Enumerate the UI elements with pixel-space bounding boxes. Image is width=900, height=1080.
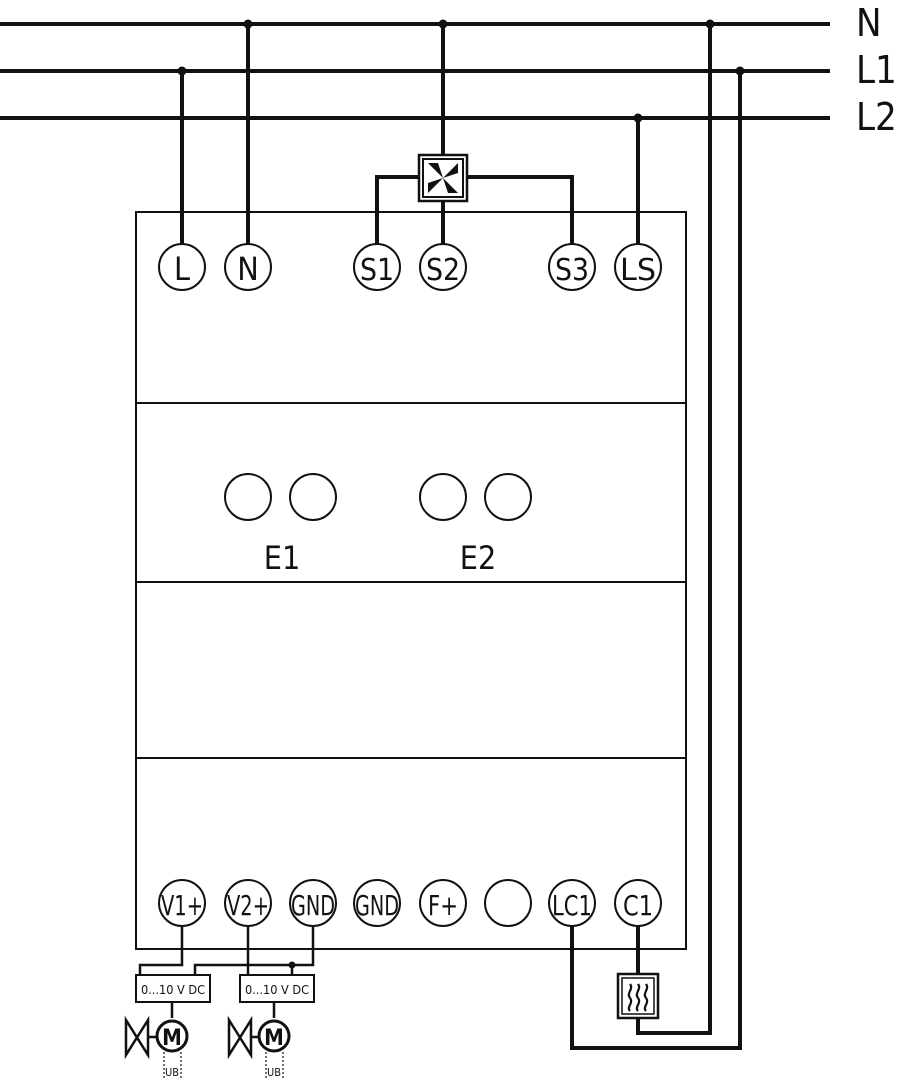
- button-e1-right[interactable]: [289, 473, 337, 521]
- svg-text:GND: GND: [291, 889, 335, 922]
- control-group-e2: E2: [419, 473, 532, 577]
- terminal-f: F+: [419, 879, 467, 927]
- svg-text:LC1: LC1: [552, 889, 592, 922]
- svg-text:L: L: [174, 250, 190, 288]
- control-label-e1: E1: [264, 539, 301, 577]
- supply-label-2: UB: [267, 1066, 281, 1079]
- button-e2-left[interactable]: [419, 473, 467, 521]
- terminal-gnd-1: GND: [289, 879, 337, 927]
- terminal-c1: C1: [614, 879, 662, 927]
- wire-v1: [138, 925, 184, 975]
- terminal-v2: V2+: [224, 879, 272, 927]
- valve-icon: [227, 1015, 253, 1060]
- svg-text:LS: LS: [620, 253, 656, 288]
- svg-text:S1: S1: [360, 253, 394, 288]
- svg-text:M: M: [264, 1026, 284, 1051]
- button-e2-right[interactable]: [484, 473, 532, 521]
- svg-text:S3: S3: [555, 253, 589, 288]
- svg-text:N: N: [237, 250, 259, 288]
- bus-label-l2: L2: [856, 95, 897, 139]
- svg-text:M: M: [162, 1026, 182, 1051]
- button-e1-left[interactable]: [224, 473, 272, 521]
- terminal-gnd-2: GND: [353, 879, 401, 927]
- signal-label-2: 0...10 V DC: [245, 983, 309, 997]
- svg-text:F+: F+: [428, 889, 458, 922]
- terminal-s2: S2: [419, 243, 467, 291]
- bus-label-n: N: [856, 1, 882, 45]
- motor-icon: M: [155, 1019, 189, 1053]
- module-housing: [135, 211, 687, 950]
- wire-v1-gnd: [193, 925, 315, 975]
- wire-s3: [467, 175, 574, 245]
- valve-icon: [124, 1015, 150, 1060]
- terminal-s1: S1: [353, 243, 401, 291]
- terminal-v1: V1+: [158, 879, 206, 927]
- wire-lc1: [570, 71, 742, 1050]
- terminal-unlabeled: [484, 879, 532, 927]
- svg-text:V1+: V1+: [161, 889, 203, 922]
- control-label-e2: E2: [460, 539, 497, 577]
- svg-text:GND: GND: [355, 889, 399, 922]
- wire-heater-return: [636, 24, 712, 1035]
- control-group-e1: E1: [224, 473, 337, 577]
- junction-gnd: [288, 961, 296, 969]
- motor-icon: M: [257, 1019, 291, 1053]
- terminal-l: L: [158, 243, 206, 291]
- svg-text:V2+: V2+: [227, 889, 269, 922]
- actuator-1: 0...10 V DC M UB: [124, 974, 211, 1079]
- fan-icon: [417, 153, 469, 203]
- signal-box-2: [239, 974, 315, 1003]
- actuator-2: 0...10 V DC M UB: [227, 974, 315, 1079]
- terminal-n: N: [224, 243, 272, 291]
- signal-label-1: 0...10 V DC: [141, 983, 205, 997]
- supply-label-1: UB: [165, 1066, 179, 1079]
- terminal-s3: S3: [548, 243, 596, 291]
- svg-text:C1: C1: [623, 889, 653, 922]
- svg-text:S2: S2: [426, 253, 460, 288]
- heater-icon: [616, 972, 660, 1020]
- bus-label-l1: L1: [856, 48, 897, 92]
- wire-s1: [375, 175, 419, 245]
- terminal-lc1: LC1: [548, 879, 596, 927]
- terminal-ls: LS: [614, 243, 662, 291]
